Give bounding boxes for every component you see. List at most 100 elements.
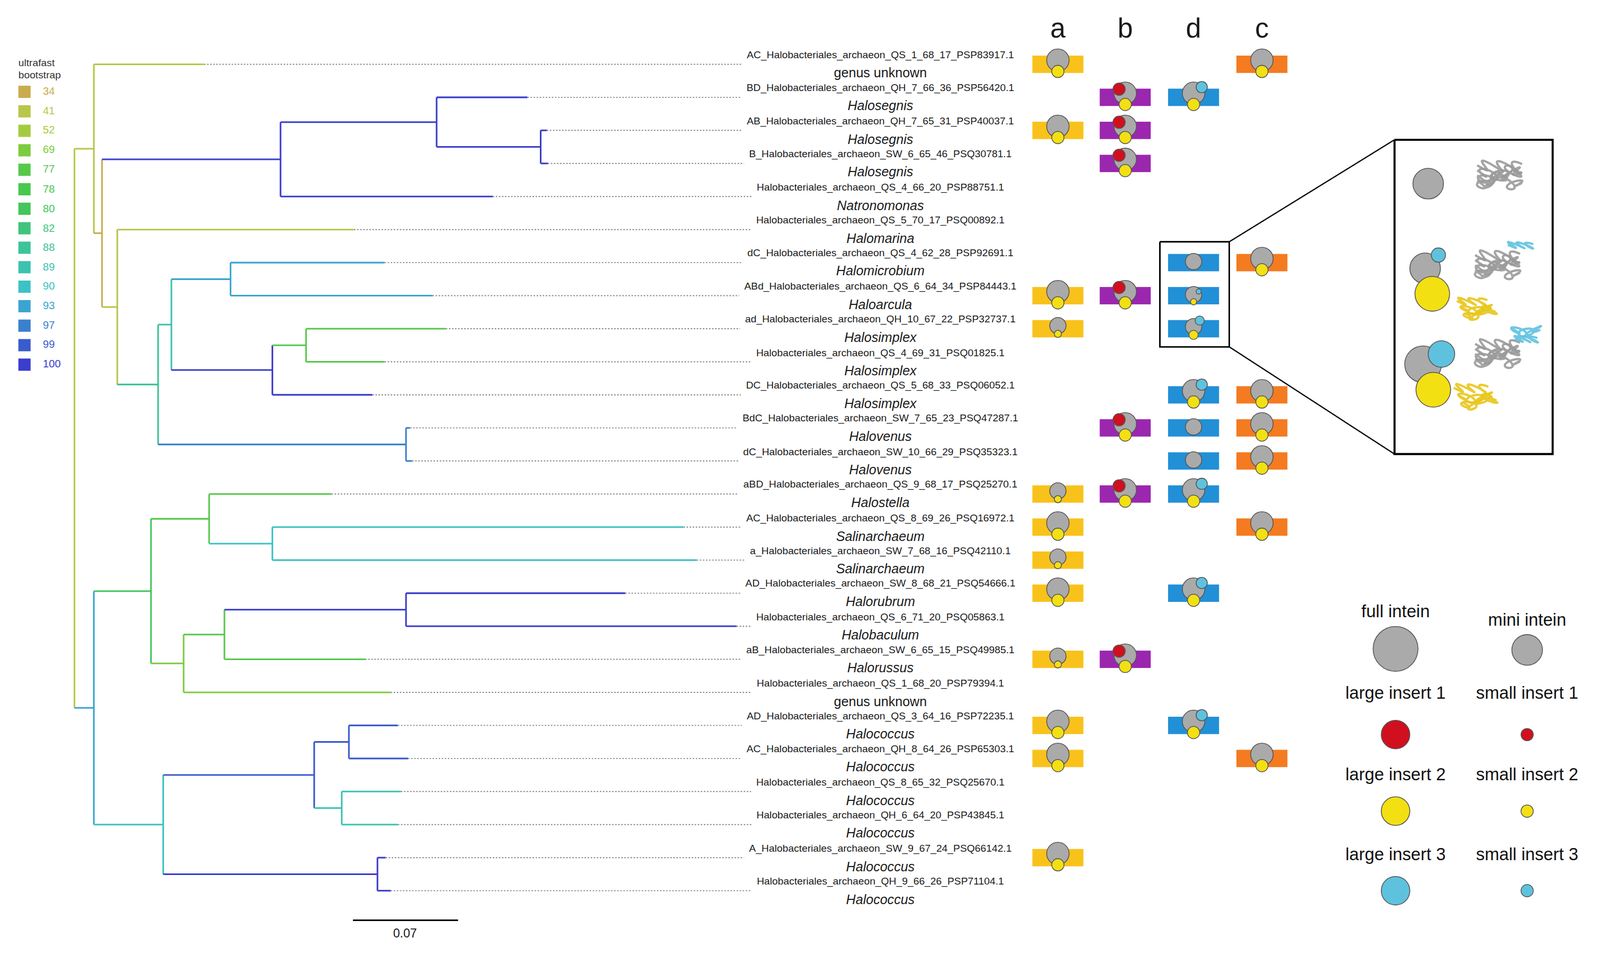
leaf-extension bbox=[527, 96, 741, 98]
accession-label: Halobacteriales_archaeon_QS_5_70_17_PSQ0… bbox=[756, 214, 1005, 227]
accession-label: AC_Halobacteriales_archaeon_QS_8_69_26_P… bbox=[746, 511, 1015, 524]
intein-glyphs bbox=[1032, 49, 1288, 872]
leaf-extension bbox=[432, 295, 739, 297]
legend-swatch bbox=[18, 319, 31, 332]
leaf-extension bbox=[390, 890, 752, 892]
genus-label: Halostella bbox=[851, 494, 910, 511]
insert-circle bbox=[1051, 594, 1064, 607]
legend-swatch bbox=[18, 280, 31, 293]
insert-circle bbox=[1196, 288, 1202, 295]
tree-branch bbox=[405, 592, 626, 594]
tree-branch bbox=[163, 774, 314, 776]
tree-branch bbox=[280, 195, 493, 198]
intein-glyph bbox=[1032, 709, 1084, 739]
accession-label: Halobacteriales_archaeon_QS_4_69_31_PSQ0… bbox=[756, 346, 1005, 359]
leaf-extension bbox=[384, 361, 752, 363]
tree-branch bbox=[157, 324, 159, 445]
insert-circle bbox=[1187, 594, 1200, 607]
intein-glyph bbox=[1236, 379, 1288, 409]
intein-glyph bbox=[1236, 412, 1288, 441]
insert-circle bbox=[1054, 330, 1062, 338]
insert-circle bbox=[1051, 65, 1064, 78]
accession-label: Halobacteriales_archaeon_QH_6_64_20_PSP4… bbox=[756, 809, 1005, 822]
legend-swatch bbox=[18, 202, 31, 215]
genus-label: Halococcus bbox=[846, 858, 916, 875]
leaf-extension bbox=[683, 526, 741, 528]
tree-branch bbox=[230, 261, 385, 264]
genus-label: Natronomonas bbox=[836, 197, 924, 214]
insert-circle bbox=[1255, 759, 1269, 772]
column-bar bbox=[1168, 419, 1219, 437]
intein-glyph bbox=[1168, 315, 1219, 340]
tree-branch bbox=[272, 344, 307, 347]
tree-branch bbox=[182, 634, 185, 693]
legend-swatch bbox=[18, 163, 31, 176]
accession-label: DC_Halobacteriales_archaeon_QS_5_68_33_P… bbox=[745, 379, 1015, 392]
column-header: d bbox=[1186, 12, 1202, 45]
legend-swatch bbox=[18, 105, 31, 118]
intein-circle bbox=[1185, 253, 1202, 270]
tree-branch bbox=[305, 327, 446, 330]
tree-branch bbox=[102, 158, 281, 160]
intein-glyph bbox=[1099, 114, 1151, 144]
tree-branch bbox=[171, 369, 273, 372]
insert-circle bbox=[1415, 372, 1451, 408]
tree-branch bbox=[376, 857, 379, 891]
legend-swatch bbox=[1521, 805, 1534, 818]
accession-label: AD_Halobacteriales_archaeon_SW_8_68_21_P… bbox=[745, 577, 1016, 591]
column-bar bbox=[1168, 452, 1219, 470]
accession-label: AD_Halobacteriales_archaeon_QS_3_64_16_P… bbox=[746, 709, 1015, 722]
column-bar bbox=[1168, 254, 1219, 272]
leaf-extensions bbox=[203, 64, 752, 891]
genus-label: genus unknown bbox=[834, 65, 928, 81]
intein-glyph bbox=[1168, 286, 1219, 305]
leaf-extension bbox=[331, 493, 739, 495]
insert-circle bbox=[1431, 247, 1446, 262]
protein-structure bbox=[1511, 326, 1542, 337]
leaf-extension bbox=[354, 229, 752, 231]
leaf-extension bbox=[385, 856, 745, 858]
tree-branch bbox=[117, 383, 159, 386]
legend-text: mini intein bbox=[1488, 610, 1567, 631]
legend-title: ultrafast bootstrap bbox=[18, 57, 76, 82]
intein-circle bbox=[1185, 451, 1202, 468]
insert-circle bbox=[1255, 462, 1269, 475]
tree-branch bbox=[229, 262, 232, 296]
genus-label: Haloarcula bbox=[848, 296, 912, 313]
intein-glyph bbox=[1032, 577, 1084, 607]
insert-circle bbox=[1187, 494, 1200, 508]
tree-branch bbox=[158, 323, 172, 326]
inset bbox=[1159, 139, 1553, 455]
accession-label: Halobacteriales_archaeon_QS_1_68_20_PSP7… bbox=[756, 676, 1005, 690]
tree-branch bbox=[93, 64, 95, 233]
genus-label: Halobaculum bbox=[841, 627, 919, 644]
tree-branch bbox=[208, 493, 211, 544]
legend-text: 82 bbox=[42, 221, 56, 234]
intein-glyph bbox=[1032, 114, 1084, 144]
tree-branch bbox=[540, 129, 548, 132]
insert-circle bbox=[1196, 477, 1208, 490]
inset-frame bbox=[1229, 346, 1395, 454]
tree-branch bbox=[539, 130, 542, 164]
insert-circle bbox=[1051, 528, 1064, 541]
insert-circle bbox=[1113, 115, 1126, 129]
tree-branch bbox=[272, 393, 373, 396]
legend-swatch bbox=[18, 183, 31, 196]
legend-text: 78 bbox=[42, 182, 56, 195]
legend-swatch bbox=[1381, 720, 1410, 749]
intein-glyph bbox=[1168, 418, 1219, 437]
legend-text: 52 bbox=[42, 123, 56, 137]
column-header: c bbox=[1254, 12, 1269, 45]
intein-glyph bbox=[1168, 709, 1219, 739]
tree-branch bbox=[405, 625, 737, 628]
intein-glyph bbox=[1168, 477, 1219, 508]
tree-branch bbox=[171, 278, 231, 280]
protein-structure bbox=[1475, 350, 1521, 368]
intein-glyph bbox=[1099, 478, 1151, 508]
genus-label: Halosegnis bbox=[847, 164, 914, 181]
intein-glyph bbox=[1099, 82, 1151, 111]
tree-branch bbox=[74, 147, 95, 150]
leaf-extension bbox=[696, 559, 745, 561]
insert-circle bbox=[1255, 428, 1269, 441]
